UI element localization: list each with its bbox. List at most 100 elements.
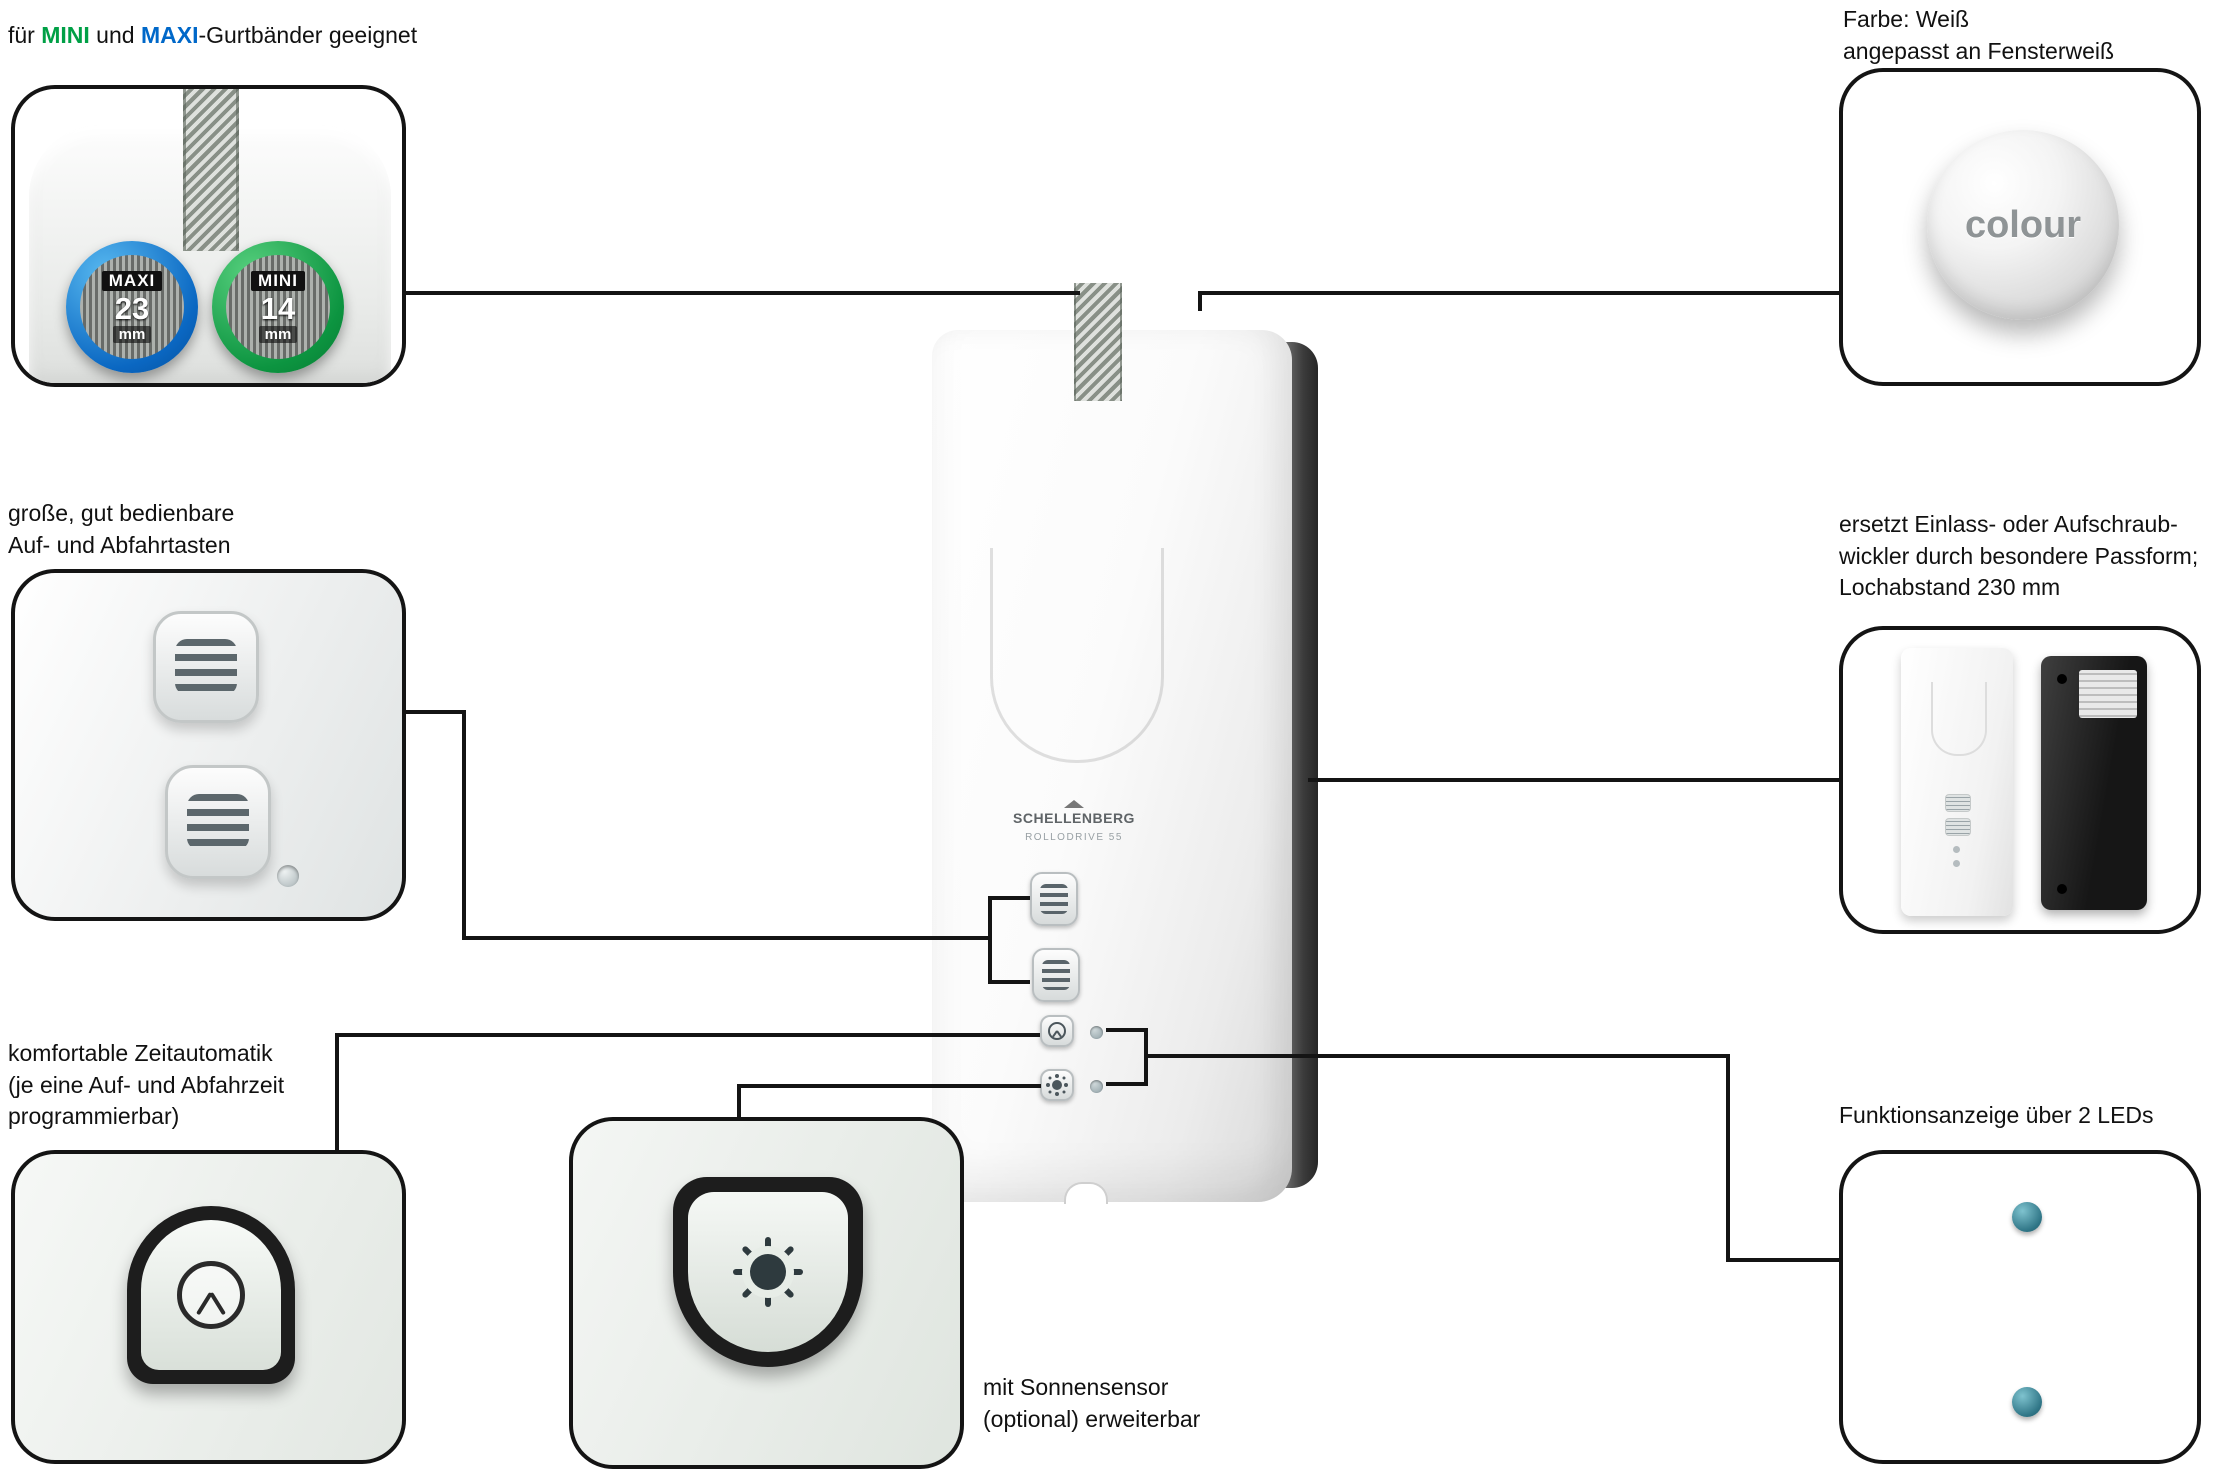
mini-belt-photo: MINI 14 mm — [226, 255, 330, 359]
callout-leds — [1839, 1150, 2201, 1464]
winder-front-recess — [1931, 682, 1987, 756]
callout-belt-types: MAXI 23 mm MINI 14 mm — [11, 85, 406, 387]
belt-strap — [1074, 283, 1122, 401]
connector-buttons-tick-down — [988, 980, 1030, 984]
label-sun-sensor: mit Sonnensensor (optional) erweiterbar — [983, 1372, 1200, 1435]
label-line: Funktionsanzeige über 2 LEDs — [1839, 1102, 2154, 1128]
label-text: für — [8, 22, 42, 48]
clock-icon — [1048, 1022, 1066, 1040]
callout-fit — [1839, 626, 2201, 934]
connector-buttons-h1 — [404, 710, 466, 714]
label-line: wickler durch besondere Passform; — [1839, 542, 2199, 569]
model-name: ROLLODRIVE 55 — [1025, 832, 1123, 843]
brand-name: SCHELLENBERG — [1013, 810, 1135, 826]
sun-button-detail — [673, 1177, 863, 1367]
winder-small-button — [1953, 860, 1960, 867]
label-mini: MINI — [41, 22, 90, 48]
device-led-2 — [1090, 1080, 1103, 1093]
mini-badge-size: 14 — [260, 291, 296, 326]
mini-badge-unit: mm — [258, 326, 298, 343]
colour-button-label: colour — [1964, 203, 2082, 246]
brand-block: SCHELLENBERG ROLLODRIVE 55 — [988, 800, 1160, 843]
label-colour: Farbe: Weiß angepasst an Fensterweiß — [1843, 4, 2114, 67]
label-buttons: große, gut bedienbare Auf- und Abfahrtas… — [8, 498, 234, 561]
connector-leds-v — [1726, 1054, 1730, 1262]
callout-sun-sensor — [569, 1117, 964, 1469]
winder-back-photo — [2041, 656, 2147, 910]
callout-timer — [11, 1150, 406, 1464]
winder-down-button — [1945, 818, 1971, 836]
sun-button-face — [688, 1192, 848, 1352]
label-belt-compatibility: für MINI und MAXI-Gurtbänder geeignet — [8, 20, 417, 52]
connector-buttons-v — [462, 710, 466, 940]
maxi-badge-name: MAXI — [101, 271, 163, 291]
clock-icon — [177, 1261, 245, 1329]
type-plate — [2079, 670, 2137, 718]
device-down-button — [1032, 948, 1080, 1002]
down-button-grip-icon — [1042, 960, 1070, 990]
label-line: Farbe: Weiß — [1843, 6, 1970, 32]
device-led-1 — [1090, 1026, 1103, 1039]
mini-badge-name: MINI — [251, 271, 305, 291]
sun-icon — [750, 1254, 786, 1290]
maxi-badge-size: 23 — [114, 291, 150, 326]
connector-buttons-bracket — [988, 896, 992, 984]
connector-leds-h2 — [1726, 1258, 1839, 1262]
connector-leds-tick-2 — [1106, 1082, 1148, 1086]
label-line: mit Sonnensensor — [983, 1374, 1169, 1400]
label-line: große, gut bedienbare — [8, 500, 235, 526]
timer-button-face — [141, 1220, 281, 1370]
connector-colour — [1198, 291, 1839, 295]
label-line: Lochabstand 230 mm — [1839, 574, 2061, 601]
label-line: ersetzt Einlass- oder Aufschraub- — [1839, 511, 2178, 537]
connector-fit — [1308, 778, 1839, 782]
maxi-belt-photo: MAXI 23 mm — [80, 255, 184, 359]
brand-roof-icon — [1064, 800, 1084, 808]
maxi-belt-badge: MAXI 23 mm — [66, 241, 198, 373]
clock-hand — [209, 1291, 226, 1316]
winder-front-photo — [1901, 648, 2013, 916]
belt-winder-device — [932, 330, 1292, 1202]
label-line: Auf- und Abfahrtasten — [8, 531, 231, 558]
connector-timer-h — [335, 1033, 1040, 1037]
timer-button-detail — [127, 1206, 295, 1384]
colour-button: colour — [1927, 130, 2119, 320]
maxi-badge-unit: mm — [112, 326, 152, 343]
belt-strap-detail — [183, 89, 239, 251]
label-line: programmierbar) — [8, 1103, 180, 1130]
status-led-detail — [277, 865, 299, 887]
connector-buttons-tick-up — [988, 896, 1030, 900]
label-maxi: MAXI — [140, 22, 199, 48]
connector-colour-hook — [1198, 291, 1202, 311]
label-line: (optional) erweiterbar — [983, 1405, 1201, 1432]
label-timer: komfortable Zeitautomatik (je eine Auf- … — [8, 1038, 284, 1133]
connector-leds-tick-1 — [1106, 1028, 1148, 1032]
label-line: komfortable Zeitautomatik — [8, 1040, 273, 1066]
label-text: und — [89, 22, 141, 48]
up-button-grip-icon — [175, 639, 237, 695]
device-timer-button — [1040, 1015, 1074, 1047]
mini-belt-badge: MINI 14 mm — [212, 241, 344, 373]
up-button-detail — [153, 611, 259, 723]
connector-timer-v — [335, 1033, 339, 1150]
callout-updown-buttons — [11, 569, 406, 921]
connector-belts — [404, 291, 1080, 295]
device-bottom-notch — [1064, 1182, 1108, 1204]
connector-sun-h — [737, 1084, 1041, 1088]
label-line: angepasst an Fensterweiß — [1843, 37, 2115, 64]
up-button-grip-icon — [1040, 884, 1068, 914]
led-detail-1 — [2012, 1202, 2042, 1232]
led-detail-2 — [2012, 1387, 2042, 1417]
label-line: (je eine Auf- und Abfahrzeit — [8, 1071, 285, 1098]
label-text: -Gurtbänder geeignet — [198, 22, 418, 48]
device-sun-button — [1040, 1069, 1074, 1101]
connector-buttons-h2 — [462, 936, 992, 940]
winder-up-button — [1945, 794, 1971, 812]
down-button-detail — [165, 765, 271, 879]
label-leds: Funktionsanzeige über 2 LEDs — [1839, 1100, 2154, 1132]
down-button-grip-icon — [187, 794, 249, 850]
callout-colour: colour — [1839, 68, 2201, 386]
device-front-recess — [990, 548, 1164, 763]
device-up-button — [1030, 872, 1078, 926]
